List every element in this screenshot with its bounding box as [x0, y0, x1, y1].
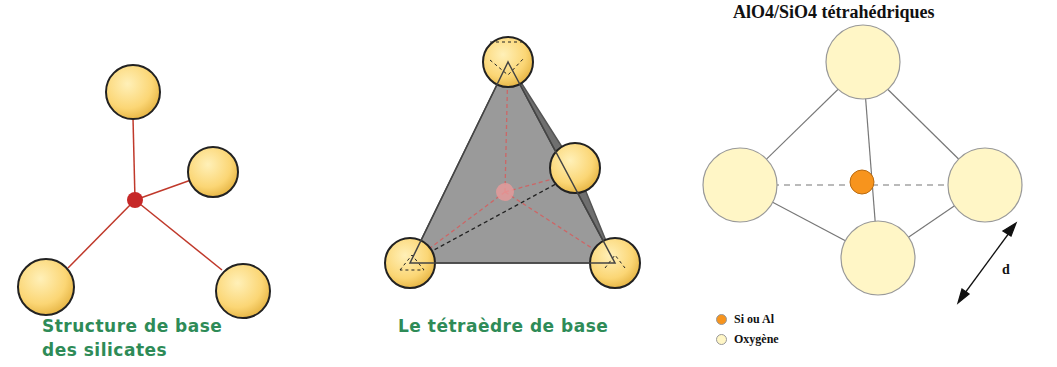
legend-swatch: [716, 334, 727, 345]
panel-heading: AlO4/SiO4 tétrahédriques: [733, 2, 935, 23]
figure-caption: Le tétraèdre de base: [398, 314, 608, 338]
dimension-label: d: [1000, 262, 1012, 278]
legend-text: Si ou Al: [734, 312, 774, 327]
tetrahedron: [385, 37, 640, 288]
figure-caption: Structure de base des silicates: [42, 314, 257, 362]
legend-swatch: [716, 314, 727, 325]
legend-row: Oxygène: [716, 332, 779, 347]
silicate-structure: [18, 65, 270, 318]
legend-text: Oxygène: [734, 332, 779, 347]
legend-row: Si ou Al: [716, 312, 774, 327]
alo4-sio4-tetrahedron: [703, 25, 1022, 303]
